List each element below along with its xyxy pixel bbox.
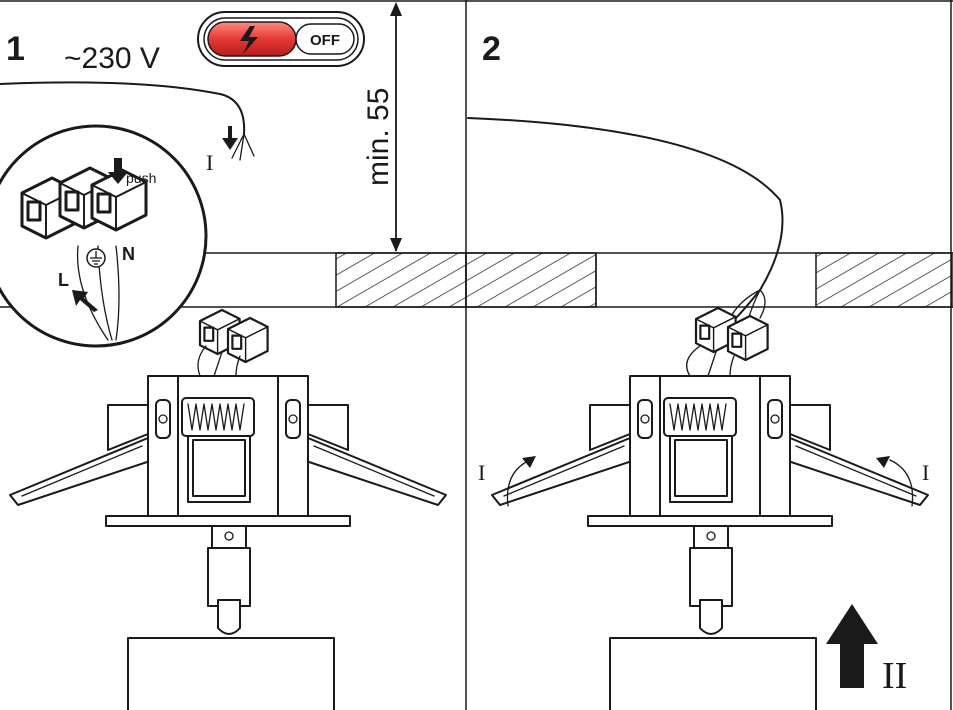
insert-marker: II xyxy=(882,655,907,697)
insert-arrow-icon xyxy=(72,290,98,312)
ceiling-section xyxy=(0,252,953,308)
supply-cable xyxy=(0,81,246,135)
depth-label: min. 55 xyxy=(362,88,395,186)
ground-symbol-icon xyxy=(86,248,106,268)
fold-marker-right: I xyxy=(922,460,929,485)
ceiling-hatch xyxy=(465,252,597,308)
push-label: push xyxy=(126,170,156,186)
supply-cable xyxy=(467,117,784,321)
arrow-up-icon xyxy=(826,604,878,688)
live-label: L xyxy=(58,270,69,290)
panel-2: 2 I I II xyxy=(467,30,929,710)
cable-marker: I xyxy=(206,150,213,175)
left-fold-arrow: I xyxy=(478,456,536,507)
depth-dimension: min. 55 xyxy=(362,2,402,252)
cable-strands xyxy=(231,133,255,161)
ceiling-hatch xyxy=(815,252,953,308)
voltage-label: ~230 V xyxy=(64,42,160,75)
wire-connectors xyxy=(197,308,269,377)
arrow-down-icon xyxy=(222,126,238,150)
ceiling-hatch xyxy=(335,252,467,308)
push-arrow-icon xyxy=(108,158,128,184)
wire-connectors xyxy=(686,306,769,377)
neutral-label: N xyxy=(122,244,135,264)
terminal-inset: push L N xyxy=(0,124,208,348)
power-switch: OFF xyxy=(197,11,365,67)
right-fold-arrow: I xyxy=(876,456,929,507)
fold-marker-left: I xyxy=(478,460,485,485)
switch-off-label: OFF xyxy=(310,32,340,49)
step-number: 1 xyxy=(6,30,25,68)
step-number: 2 xyxy=(482,30,501,68)
lightning-icon xyxy=(240,26,258,54)
panel-1: 1 ~230 V OFF min. 55 I xyxy=(0,2,447,710)
